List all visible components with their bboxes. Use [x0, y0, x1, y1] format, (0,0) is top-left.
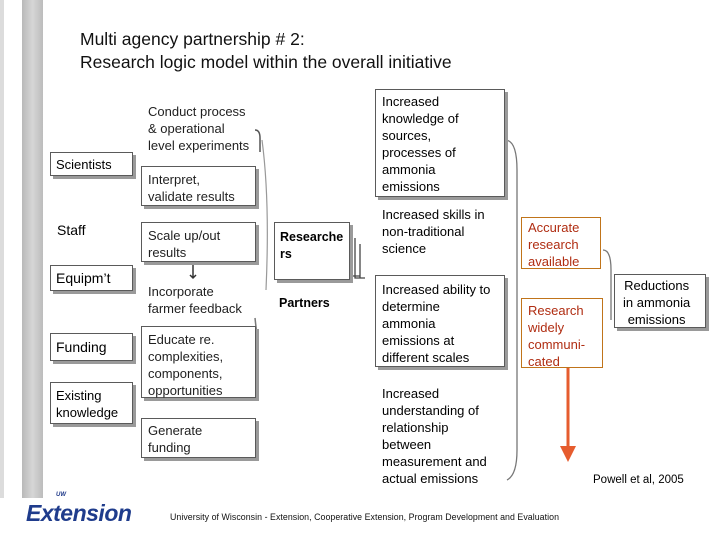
outcome-research-communicated: Research widely communi- cated	[521, 298, 603, 369]
footer-text: University of Wisconsin - Extension, Coo…	[170, 512, 560, 522]
input-funding-label: Funding	[56, 339, 107, 355]
input-scientists: Scientists	[50, 152, 133, 176]
outcome-ability-label: Increased ability to determine ammonia e…	[382, 282, 491, 365]
credit-citation: Powell et al, 2005	[593, 474, 684, 486]
activity-scale-up: Scale up/out results	[141, 222, 256, 262]
input-equipment-label: Equipm’t	[56, 270, 111, 286]
activity-generate: Generate funding	[141, 418, 256, 458]
activity-educate-label: Educate re. complexities, components, op…	[148, 332, 224, 398]
outcome-reductions-label: Reductions in ammonia emissions	[623, 278, 691, 327]
outcome-reductions: Reductions in ammonia emissions	[614, 274, 706, 328]
input-funding: Funding	[50, 333, 133, 361]
participant-researchers: Researche rs	[274, 222, 350, 280]
title-line-1: Multi agency partnership # 2:	[80, 29, 305, 49]
outcome-research-communicated-label: Research widely communi- cated	[528, 303, 586, 369]
activity-incorporate: Incorporate farmer feedback	[148, 284, 242, 316]
extension-logo: Extension	[26, 500, 132, 526]
bracket-medium-outcomes	[602, 249, 612, 320]
outcome-accurate-research: Accurate research available	[521, 217, 601, 269]
bracket-conduct	[254, 129, 261, 152]
input-staff: Staff	[57, 222, 86, 238]
input-existing-knowledge-label: Existing knowledge	[56, 388, 119, 420]
left-decorative-bar	[22, 0, 43, 498]
bracket-scale-incorporate	[189, 258, 197, 280]
arrow-head	[560, 446, 576, 462]
bracket-short-outcomes	[504, 139, 518, 481]
title-line-2: Research logic model within the overall …	[80, 52, 452, 72]
participant-researchers-label: Researche rs	[280, 230, 344, 261]
activity-educate: Educate re. complexities, components, op…	[141, 326, 256, 398]
left-edge-strip	[0, 0, 4, 498]
activity-generate-label: Generate funding	[148, 423, 203, 455]
bracket-activities	[261, 139, 268, 291]
activity-conduct: Conduct process & operational level expe…	[148, 104, 250, 153]
outcome-ability: Increased ability to determine ammonia e…	[375, 275, 505, 367]
outcome-accurate-research-label: Accurate research available	[528, 220, 580, 269]
logo-uw-text: UW	[56, 492, 66, 498]
outcome-understanding: Increased understanding of relationship …	[382, 386, 487, 486]
outcome-knowledge: Increased knowledge of sources, processe…	[375, 89, 505, 197]
activity-scale-up-label: Scale up/out results	[148, 228, 221, 260]
input-existing-knowledge: Existing knowledge	[50, 382, 133, 424]
outcome-skills: Increased skills in non-traditional scie…	[382, 207, 485, 256]
activity-interpret: Interpret, validate results	[141, 166, 256, 206]
activity-interpret-label: Interpret, validate results	[148, 172, 235, 204]
outcome-knowledge-label: Increased knowledge of sources, processe…	[382, 94, 459, 194]
participant-partners: Partners	[279, 296, 330, 310]
input-equipment: Equipm’t	[50, 265, 133, 291]
bracket-researchers	[349, 230, 365, 279]
page-title: Multi agency partnership # 2: Research l…	[80, 28, 452, 74]
input-scientists-label: Scientists	[56, 157, 112, 172]
